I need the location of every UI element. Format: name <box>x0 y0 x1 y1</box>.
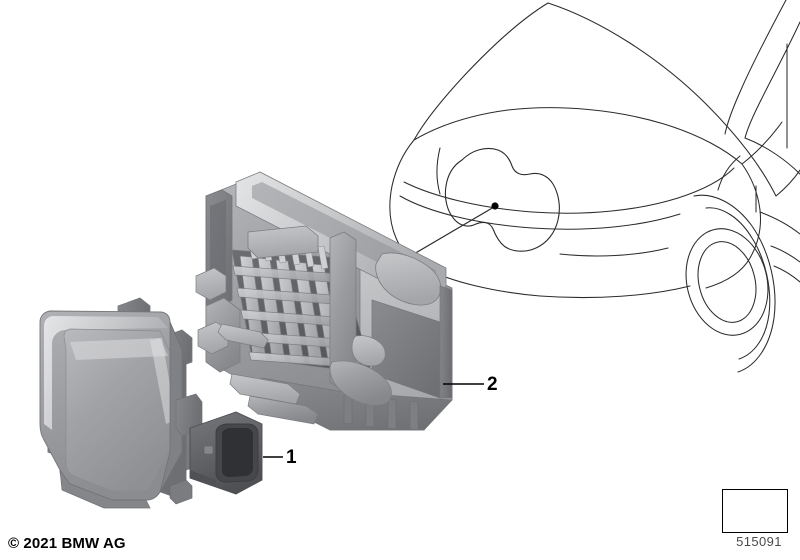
callout-leaders <box>263 383 484 458</box>
callout-label-1: 1 <box>286 447 297 468</box>
cowl-line <box>775 169 800 197</box>
wheel-arch-outer <box>693 194 776 373</box>
bracket-upper-boss <box>375 252 442 306</box>
bracket-mid-block <box>247 225 319 259</box>
module-specular-top <box>70 338 168 360</box>
module-bottom-lip <box>59 468 151 509</box>
front-fascia-right <box>705 163 761 289</box>
a-pillar-front <box>724 0 787 135</box>
module-connector-underside <box>190 470 216 486</box>
fender-crease <box>717 155 741 191</box>
module-lower-tab <box>169 479 193 505</box>
bracket-right-flange <box>439 285 453 399</box>
module-connector-latch <box>203 445 214 455</box>
bumper-lower-crease <box>399 195 681 230</box>
bracket-snap-hook-left-upper <box>195 267 227 301</box>
bracket-tab-mid-left <box>217 323 269 349</box>
hood-front-crease <box>413 107 743 165</box>
module-connector-cavity <box>222 428 253 477</box>
headlight-crease <box>436 147 441 195</box>
diagram-number: 515091 <box>736 534 782 549</box>
copyright-notice: © 2021 BMW AG <box>8 535 126 552</box>
orientation-icon-frame <box>722 489 788 533</box>
rocker-upper <box>770 245 800 263</box>
installation-position-dot <box>491 202 499 210</box>
front-wheel-rim <box>697 241 757 323</box>
a-pillar-rear <box>744 21 800 139</box>
bracket-front-boss <box>329 360 392 406</box>
door-lower-line <box>759 211 800 235</box>
rocker-lower <box>773 265 800 283</box>
hood-right-edge <box>547 2 777 197</box>
bumper-upper-crease <box>403 167 735 214</box>
bracket-round-boss <box>351 335 386 367</box>
front-tyre <box>685 228 769 336</box>
module-right-sidewall <box>159 321 183 493</box>
hood-left-edge <box>413 2 549 141</box>
bracket-tab-lower-mid <box>247 395 319 425</box>
kidney-grille-region <box>444 147 560 252</box>
module-cover-chamfer-highlight <box>44 316 168 430</box>
bumper-lower-edge <box>423 267 691 299</box>
callout-label-2: 2 <box>487 374 498 395</box>
lower-intake <box>559 247 669 257</box>
vehicle-outline <box>389 0 800 373</box>
part-1-control-module <box>39 297 263 509</box>
module-specular-right <box>150 338 176 424</box>
part-2-mounting-bracket <box>195 171 453 431</box>
shoulder-line <box>744 137 800 175</box>
fender-top-right <box>741 121 783 165</box>
module-inner-panel <box>63 328 173 492</box>
